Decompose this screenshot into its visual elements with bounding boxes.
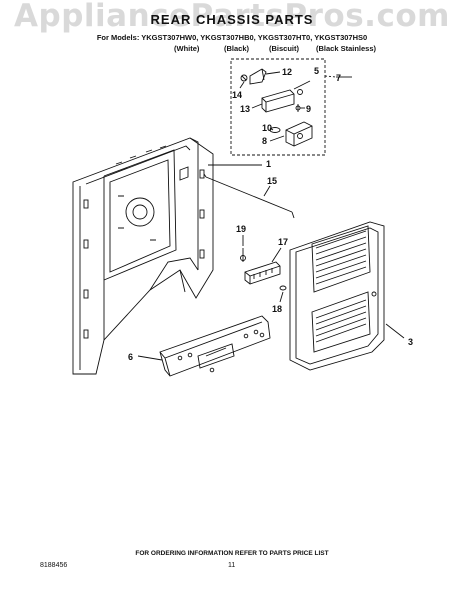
models-line: For Models: YKGST307HW0, YKGST307HB0, YK… [96,33,368,42]
color-black-stainless: (Black Stainless) [316,44,377,53]
callout-3: 3 [408,337,413,347]
callout-18: 18 [272,304,282,314]
callout-15: 15 [267,176,277,186]
callout-5: 5 [314,66,319,76]
callout-6: 6 [128,352,133,362]
callout-19: 19 [236,224,246,234]
screw-part-19 [240,248,246,262]
nut-part-18 [279,285,287,303]
rod-part-15 [203,173,295,219]
callout-9: 9 [306,104,311,114]
callout-7: 7 [336,73,341,83]
watermark: AppliancePartsPros.com [14,0,450,34]
color-white: (White) [174,44,200,53]
callout-1: 1 [266,159,271,169]
terminal-block-part-17 [244,261,281,285]
callout-12: 12 [282,67,292,77]
bracket-part-8 [269,121,313,147]
callout-17: 17 [278,237,288,247]
bracket-kit-box [230,58,326,156]
document-number: 8188456 [40,562,68,569]
page-title: REAR CHASSIS PARTS [150,12,314,27]
callout-13: 13 [240,104,250,114]
rear-chassis-panel [72,137,214,375]
page-number: 11 [228,562,236,569]
rear-cover-part-3 [289,221,385,371]
color-black: (Black) [224,44,250,53]
callout-8: 8 [262,136,267,146]
callout-14: 14 [232,90,242,100]
color-biscuit: (Biscuit) [269,44,299,53]
bracket-part-5 [261,80,311,113]
bracket-part-12 [240,68,281,85]
bottom-shield-part-6 [159,315,271,377]
ordering-footer: FOR ORDERING INFORMATION REFER TO PARTS … [135,550,329,557]
callout-10: 10 [262,123,272,133]
